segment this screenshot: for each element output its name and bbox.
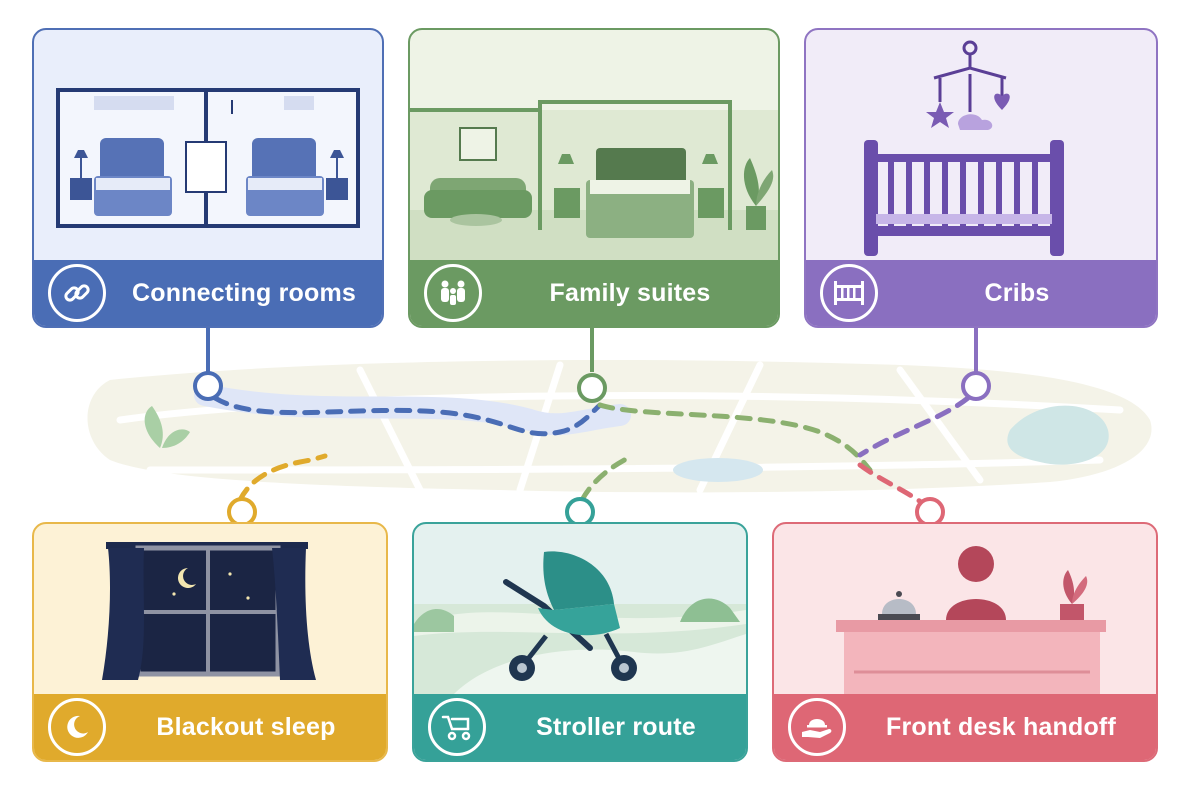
route-blackout	[237, 453, 328, 503]
picture-frame-icon	[459, 127, 497, 161]
lamp-icon	[698, 154, 724, 218]
route-stroller	[579, 455, 631, 503]
banner-cribs: Cribs	[806, 260, 1156, 326]
map-area	[87, 360, 1152, 493]
bush-shape	[680, 598, 740, 622]
card-label: Blackout sleep	[156, 712, 336, 741]
family-suite-illustration	[410, 100, 778, 262]
crib-icon	[820, 264, 878, 322]
card-connecting-rooms: Connecting rooms	[32, 28, 384, 328]
curtain-left	[102, 548, 144, 680]
card-label: Stroller route	[536, 712, 696, 741]
reception-desk	[836, 620, 1106, 696]
family-icon	[424, 264, 482, 322]
card-front-desk-handoff: Front desk handoff	[772, 522, 1158, 762]
card-cribs: Cribs	[804, 28, 1158, 328]
bed-icon	[586, 148, 694, 238]
banner-family-suites: Family suites	[410, 260, 778, 326]
banner-blackout-sleep: Blackout sleep	[34, 694, 386, 760]
crib-frame	[864, 140, 1064, 256]
plant-icon	[1060, 570, 1088, 620]
connecting-rooms-illustration	[56, 88, 360, 228]
lamp-icon	[70, 150, 92, 200]
front-desk-illustration	[836, 546, 1106, 696]
plant-icon	[743, 158, 774, 230]
bed-icon	[94, 138, 172, 216]
banner-stroller-route: Stroller route	[414, 694, 746, 760]
service-bell-icon	[878, 591, 920, 620]
plant-icon	[144, 406, 190, 448]
stroller-icon	[428, 698, 486, 756]
curtain-right	[272, 548, 316, 680]
route-family	[597, 402, 873, 473]
stroller-route-illustration	[414, 551, 746, 696]
crib-illustration	[864, 40, 1064, 256]
banner-front-desk-handoff: Front desk handoff	[774, 694, 1156, 760]
link-icon	[48, 264, 106, 322]
route-frontdesk	[857, 462, 928, 508]
pond-shape	[673, 458, 763, 482]
moon-shape	[178, 568, 196, 588]
card-label: Family suites	[549, 278, 711, 307]
stroller-icon	[503, 551, 637, 681]
lamp-icon	[554, 154, 580, 218]
route-highlight	[194, 384, 631, 436]
bed-icon	[246, 138, 324, 216]
sofa-icon	[424, 178, 532, 218]
route-node-cribs	[961, 371, 991, 401]
card-blackout-sleep: Blackout sleep	[32, 522, 388, 762]
route-node-family	[577, 373, 607, 403]
card-label: Cribs	[984, 278, 1050, 307]
card-family-suites: Family suites	[408, 28, 780, 328]
route-cribs	[857, 395, 971, 458]
receptionist-shape	[946, 546, 1006, 620]
route-connecting	[212, 395, 603, 437]
blackout-window-illustration	[102, 542, 316, 680]
banner-connecting-rooms: Connecting rooms	[34, 260, 382, 326]
pond-shape	[1007, 405, 1109, 465]
bush-shape	[414, 609, 454, 632]
card-label: Connecting rooms	[131, 278, 357, 307]
mobile-icon	[933, 40, 1007, 112]
card-label: Front desk handoff	[886, 712, 1116, 741]
moon-icon	[48, 698, 106, 756]
lamp-icon	[326, 150, 348, 200]
hand-with-cloche-icon	[788, 698, 846, 756]
coffee-table-icon	[450, 214, 502, 226]
route-node-connecting	[193, 371, 223, 401]
card-stroller-route: Stroller route	[412, 522, 748, 762]
